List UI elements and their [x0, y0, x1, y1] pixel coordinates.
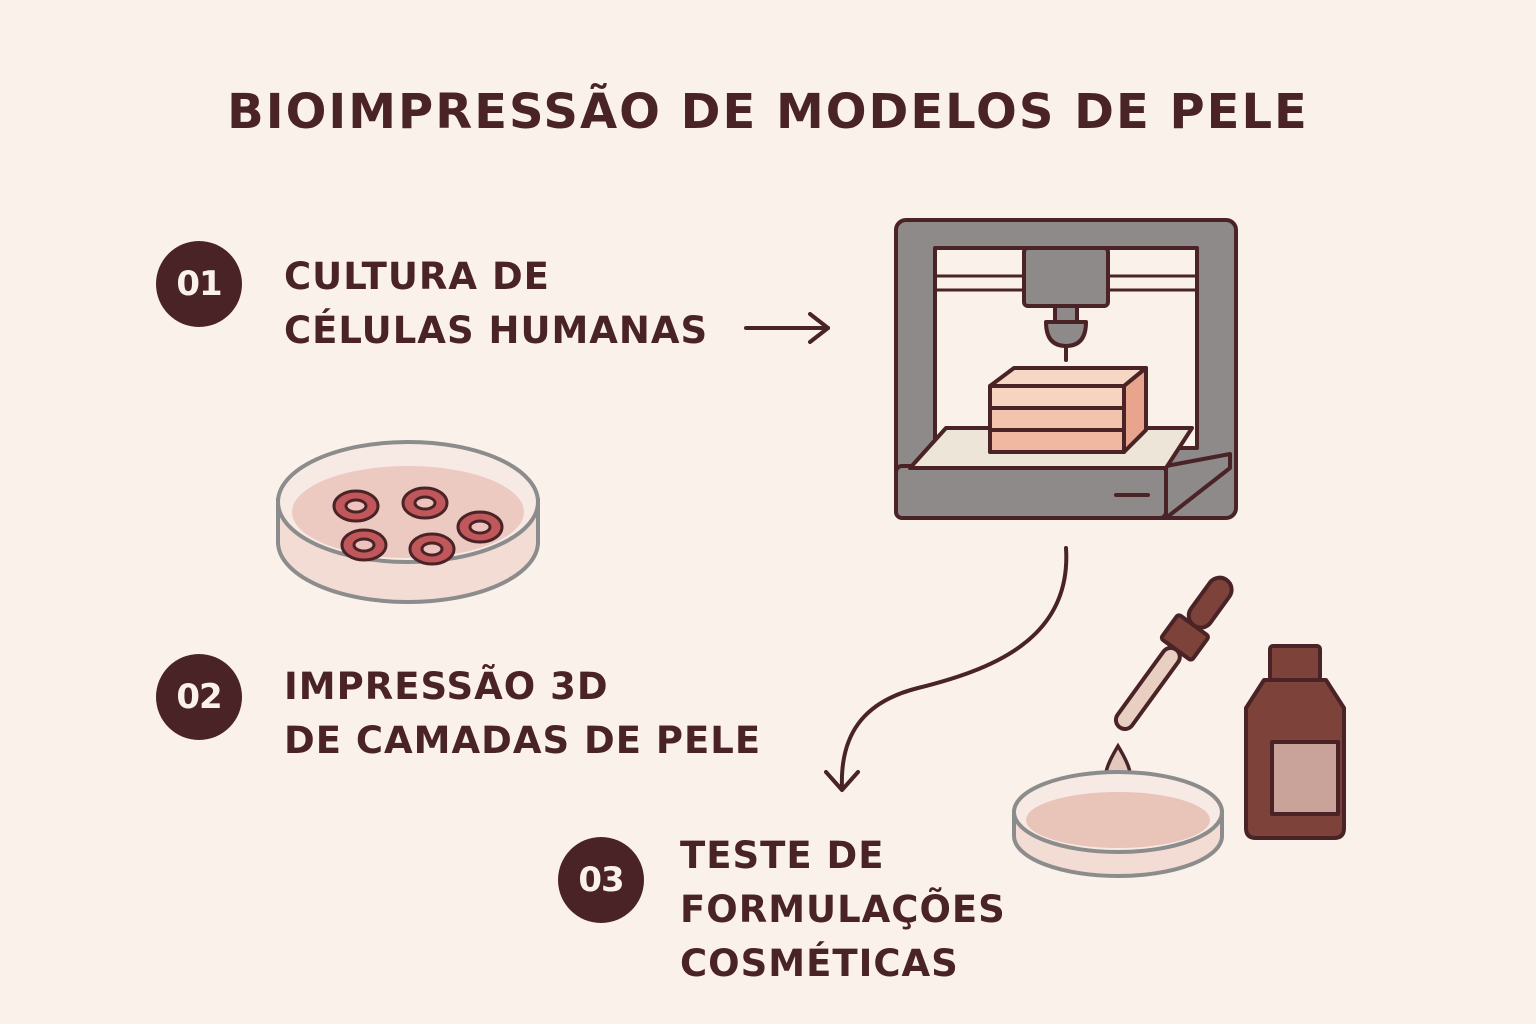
arrow-right-icon	[744, 312, 830, 344]
step-2-label: IMPRESSÃO 3D DE CAMADAS DE PELE	[284, 660, 761, 768]
page-title: BIOIMPRESSÃO DE MODELOS DE PELE	[227, 84, 1309, 140]
step-1-line-1: CULTURA DE	[284, 255, 550, 298]
step-2-line-1: IMPRESSÃO 3D	[284, 665, 609, 708]
dropper-icon	[1113, 575, 1234, 731]
bioprinter-icon	[894, 218, 1238, 520]
step-3-label: TESTE DE FORMULAÇÕES COSMÉTICAS	[680, 829, 1006, 991]
step-3-number: 03	[558, 837, 644, 923]
step-1-number: 01	[156, 241, 242, 327]
step-3-line-1: TESTE DE	[680, 834, 885, 877]
step-3-line-3: COSMÉTICAS	[680, 942, 959, 985]
step-3-line-2: FORMULAÇÕES	[680, 888, 1006, 931]
arrow-curved-icon	[824, 546, 1069, 792]
step-1-label: CULTURA DE CÉLULAS HUMANAS	[284, 250, 708, 358]
step-2-line-2: DE CAMADAS DE PELE	[284, 719, 762, 762]
petri-dish-cells-icon	[276, 440, 540, 604]
bottle-icon	[1244, 644, 1346, 840]
step-2-number: 02	[156, 654, 242, 740]
petri-dish-test-icon	[1012, 770, 1224, 878]
step-1-line-2: CÉLULAS HUMANAS	[284, 309, 709, 352]
